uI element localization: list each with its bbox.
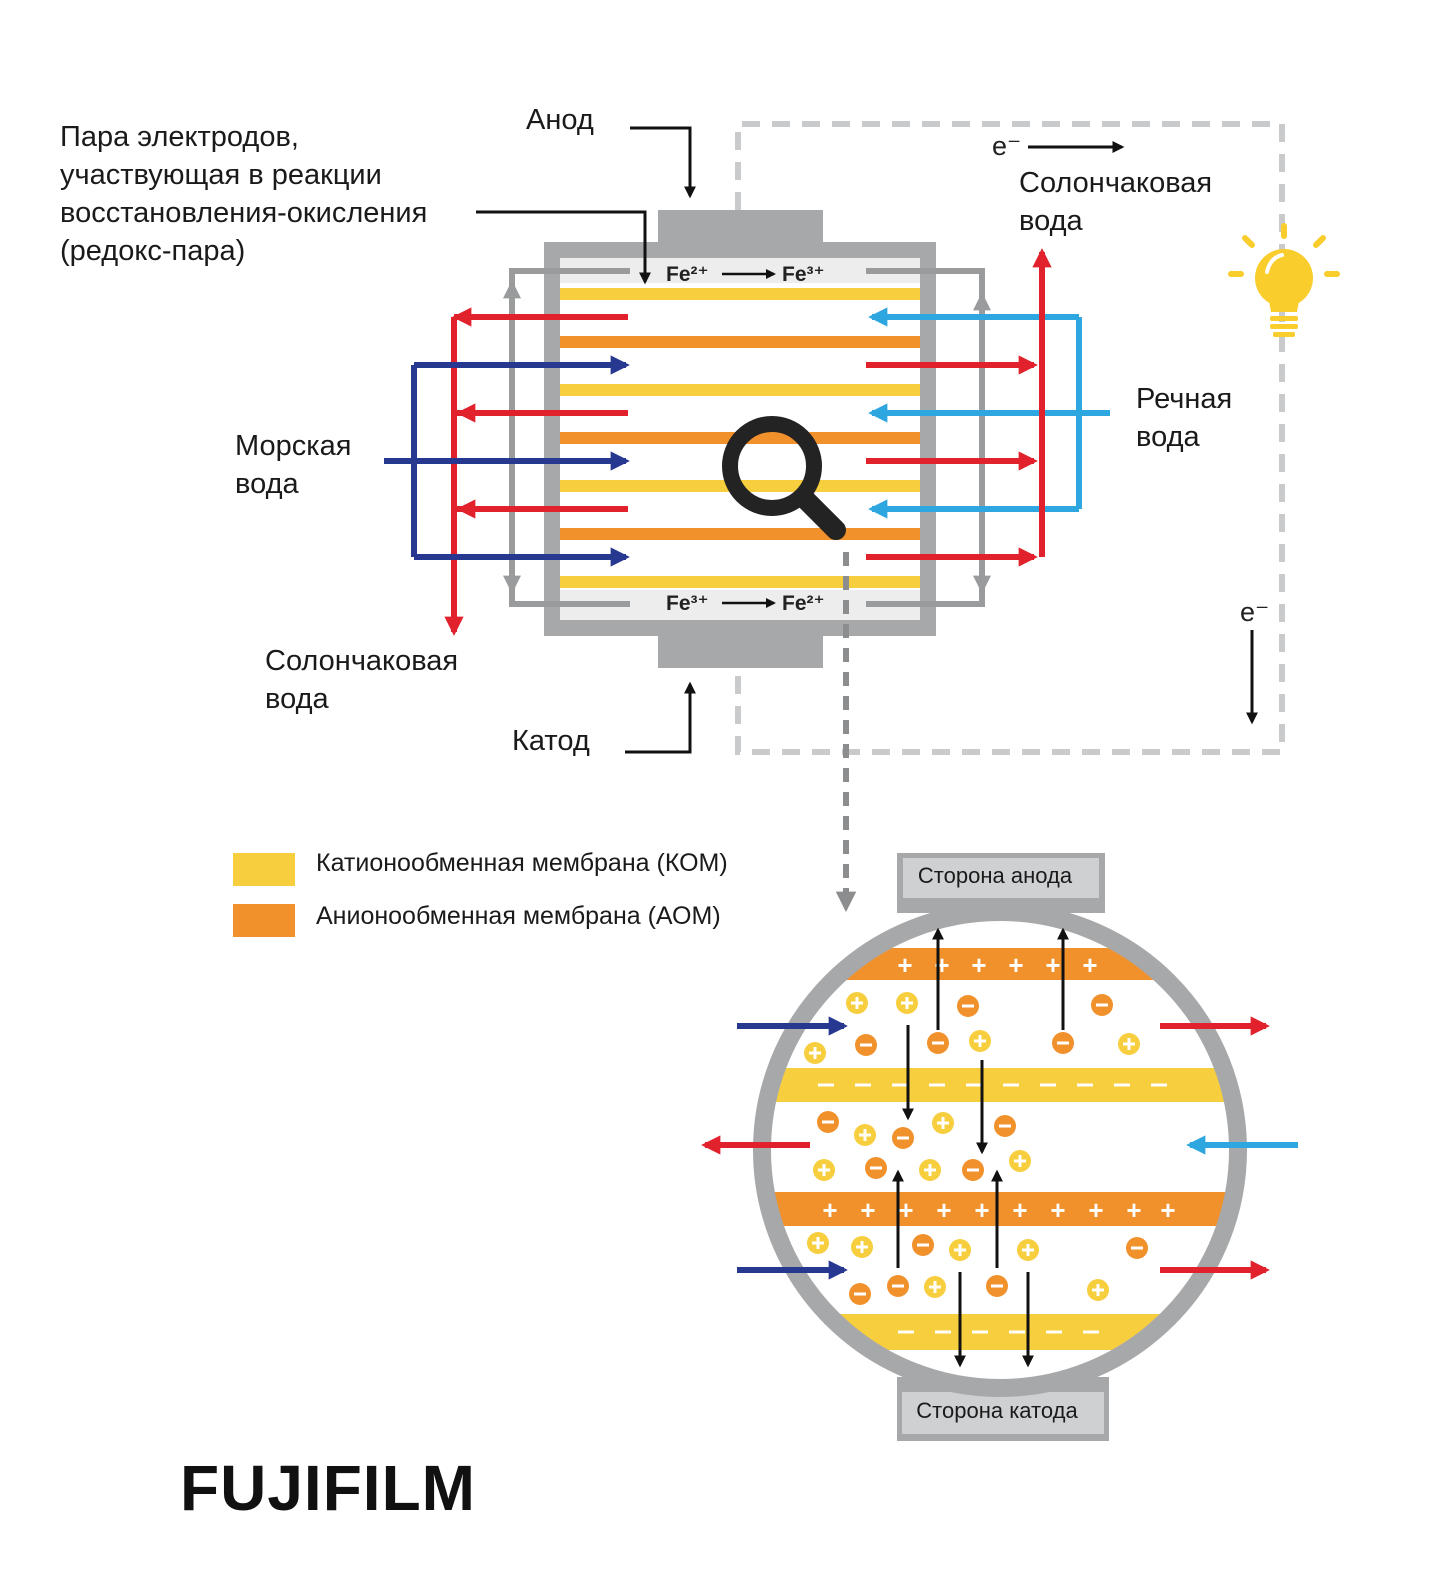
reaction-top-to: Fe³⁺: [782, 263, 825, 286]
zoom-cathode-side-label: Сторона катода: [916, 1398, 1078, 1423]
zoom-flow-arrows: [701, 1016, 1298, 1280]
brine-left-label: Солончаковая вода: [265, 645, 459, 715]
fixed-charges: +++ +++ +++ +++ +++ +: [822, 950, 1175, 1225]
cation: [1118, 1033, 1140, 1055]
brine-outlet-right: [866, 248, 1052, 567]
anion: [957, 995, 979, 1017]
svg-text:+: +: [898, 1195, 913, 1225]
reaction-bottom-from: Fe³⁺: [666, 592, 709, 615]
cation: [932, 1112, 954, 1134]
legend-label-aem: Анионообменная мембрана (АОМ): [316, 902, 721, 930]
cation: [807, 1232, 829, 1254]
cation: [804, 1042, 826, 1064]
legend-label-cem: Катионообменная мембрана (КОМ): [316, 849, 728, 877]
fujifilm-logo: FUJIFILM: [180, 1452, 476, 1524]
svg-text:+: +: [1012, 1195, 1027, 1225]
cation: [1087, 1279, 1109, 1301]
svg-text:+: +: [1160, 1195, 1175, 1225]
svg-text:+: +: [1045, 950, 1060, 980]
cation: [851, 1236, 873, 1258]
cation: [969, 1030, 991, 1052]
legend-swatch-cem: [233, 853, 295, 886]
membrane-cem: [560, 576, 920, 588]
zoom-anode-side-label: Сторона анода: [917, 863, 1073, 888]
external-circuit: [735, 121, 1285, 755]
reaction-bottom-to: Fe²⁺: [782, 592, 825, 615]
leader-lines: [476, 126, 696, 754]
zoom-view: +++ +++ +++ +++ +++ +: [701, 853, 1298, 1441]
anion: [887, 1275, 909, 1297]
cathode-label: Катод: [512, 725, 590, 757]
zoom-circle-bg: [768, 918, 1232, 1382]
svg-text:+: +: [1126, 1195, 1141, 1225]
svg-text:+: +: [897, 950, 912, 980]
anion: [912, 1234, 934, 1256]
membrane-cem: [560, 288, 920, 300]
anion: [849, 1283, 871, 1305]
sea-water-inlet: [384, 355, 630, 567]
anion: [865, 1157, 887, 1179]
reaction-top-from: Fe²⁺: [666, 263, 709, 286]
svg-text:+: +: [1008, 950, 1023, 980]
anion: [927, 1032, 949, 1054]
cations: [804, 992, 1140, 1301]
membrane-cem: [560, 384, 920, 396]
svg-text:+: +: [1082, 950, 1097, 980]
membrane-aem: [560, 528, 920, 540]
svg-text:+: +: [1050, 1195, 1065, 1225]
anion: [994, 1115, 1016, 1137]
membrane-aem: [560, 336, 920, 348]
zoom-membrane-aem: [768, 1192, 1232, 1226]
anions: [817, 994, 1148, 1305]
cation: [949, 1239, 971, 1261]
cation: [854, 1124, 876, 1146]
cation: [813, 1159, 835, 1181]
svg-text:+: +: [1088, 1195, 1103, 1225]
anode-label: Анод: [526, 104, 594, 136]
magnifier-icon: [722, 416, 846, 540]
svg-text:+: +: [971, 950, 986, 980]
cation: [1017, 1239, 1039, 1261]
fixed-charges-negative: [818, 1083, 1167, 1334]
anion: [1126, 1237, 1148, 1259]
svg-text:+: +: [936, 1195, 951, 1225]
anion: [986, 1275, 1008, 1297]
brine-outlet-left: [444, 307, 628, 636]
electron-label-top: e⁻: [992, 131, 1021, 161]
cation: [919, 1159, 941, 1181]
electron-label-right: e⁻: [1240, 597, 1269, 627]
cation: [924, 1276, 946, 1298]
svg-text:+: +: [974, 1195, 989, 1225]
cation: [1009, 1150, 1031, 1172]
zoom-cathode-tab-inner: [902, 1392, 1104, 1434]
redox-loop: [503, 268, 991, 607]
sea-water-label: Морская вода: [235, 430, 352, 500]
light-bulb-icon: [1228, 223, 1340, 337]
anion: [855, 1034, 877, 1056]
cation: [846, 992, 868, 1014]
svg-text:+: +: [860, 1195, 875, 1225]
cation: [896, 992, 918, 1014]
anion: [1052, 1032, 1074, 1054]
river-water-label: Речная вода: [1136, 383, 1233, 453]
legend-swatch-aem: [233, 904, 295, 937]
ion-migration-arrows: [892, 927, 1069, 1368]
anion: [817, 1111, 839, 1133]
zoom-anode-tab-inner: [903, 858, 1099, 898]
svg-text:+: +: [822, 1195, 837, 1225]
brine-right-label: Солончаковая вода: [1019, 167, 1213, 237]
zoom-circle-rim: [753, 903, 1247, 1397]
anion: [892, 1127, 914, 1149]
anion: [962, 1159, 984, 1181]
redox-pair-label: Пара электродов, участвующая в реакции в…: [60, 121, 428, 267]
anion: [1091, 994, 1113, 1016]
